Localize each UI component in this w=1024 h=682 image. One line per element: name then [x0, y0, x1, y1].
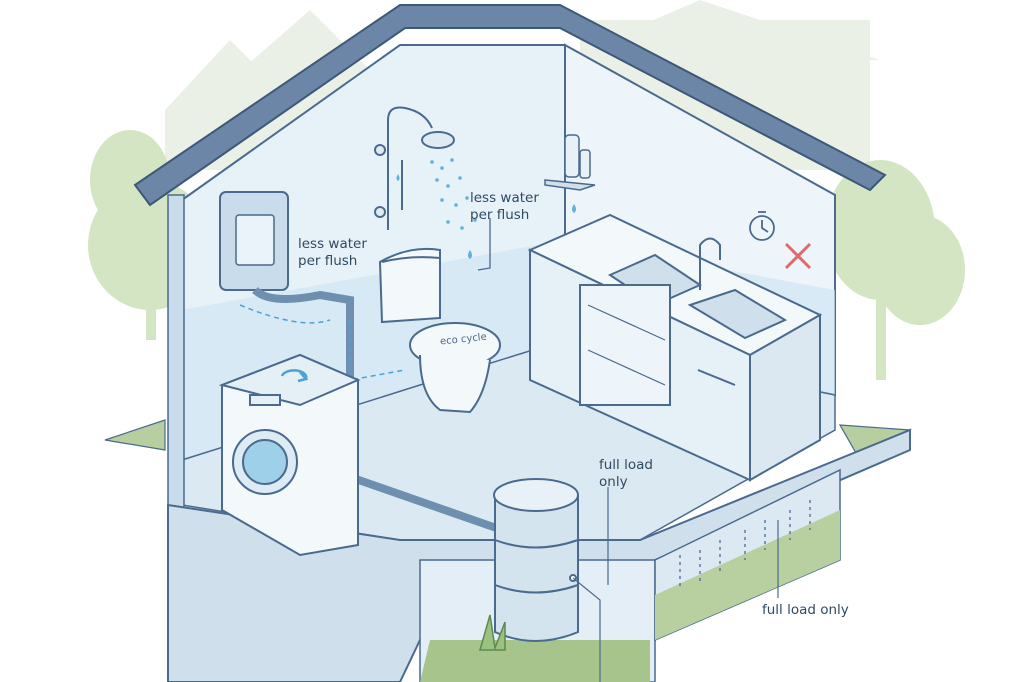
- washer-note-line2: only: [599, 474, 628, 490]
- x-mark-icon: [784, 242, 812, 270]
- ground-left: [104, 419, 166, 451]
- basement-grass: [420, 640, 650, 682]
- recycle-icon: [280, 369, 309, 383]
- left-wall: [167, 194, 185, 516]
- background-trees: [88, 130, 965, 380]
- plant: [479, 614, 506, 651]
- basement-note-text: full load only: [762, 602, 849, 618]
- shower-note: less water per flush: [470, 190, 539, 224]
- basement-note: full load only: [762, 602, 849, 619]
- timer-icon: [749, 211, 775, 241]
- washing-machine: [218, 353, 361, 557]
- toilet: [378, 247, 501, 414]
- washer-note: full load only: [599, 457, 653, 491]
- water-tank: [493, 478, 579, 642]
- washer-note-line1: full load: [599, 457, 653, 473]
- toilet-note-line1: less water: [298, 236, 367, 252]
- water-drops: [396, 158, 576, 259]
- toilet-note: less water per flush: [298, 236, 367, 270]
- basement-right-grass: [655, 510, 840, 640]
- drip-lines: [679, 500, 811, 590]
- dashed-flow: [239, 304, 406, 381]
- wall-panel: [219, 191, 289, 291]
- shower-icon: [374, 106, 455, 230]
- kitchen-counter: [527, 213, 823, 482]
- bathroom-shelf: [544, 134, 596, 191]
- roof: [133, 4, 887, 207]
- shower-arrow: [477, 218, 491, 271]
- shower-note-line2: per flush: [470, 207, 530, 223]
- toilet-lid-text: eco cycle: [440, 332, 488, 348]
- shower-note-line1: less water: [470, 190, 539, 206]
- tank-callout-line: [572, 487, 609, 682]
- toilet-note-line2: per flush: [298, 253, 358, 269]
